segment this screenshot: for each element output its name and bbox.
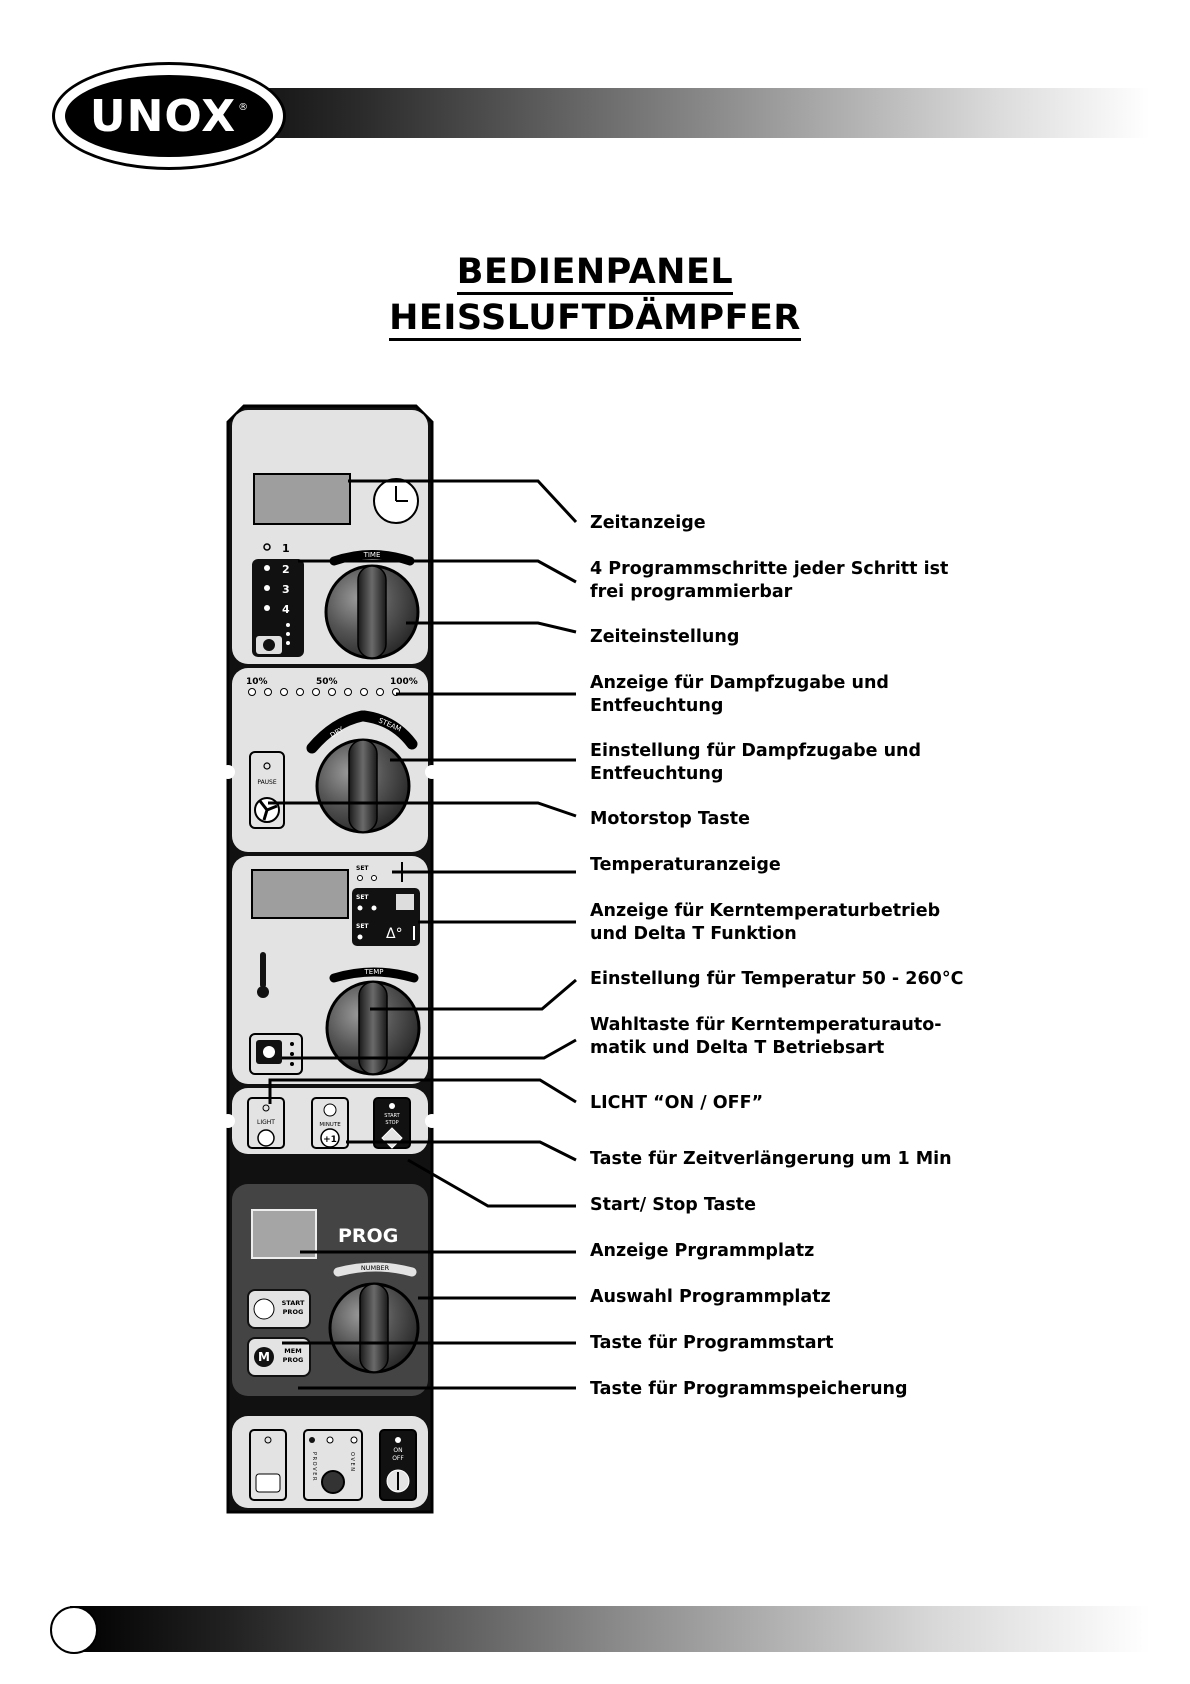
label-anzeige-programmplatz: Anzeige Prgrammplatz [590, 1241, 815, 1261]
bulb-icon [257, 1129, 275, 1147]
step-1-label: 1 [282, 542, 290, 555]
page-title-line2: HEISSLUFTDÄMPFER [0, 298, 1190, 341]
light-button [247, 1097, 285, 1149]
start-label: START [384, 1113, 400, 1119]
prover-label: P R O V E R [311, 1452, 317, 1481]
program-display [251, 1209, 317, 1259]
logo-registered-mark: ® [238, 101, 249, 113]
delta-label: Δ° [386, 926, 403, 942]
footer-gradient-bar [70, 1606, 1150, 1652]
set-label-2: SET [356, 894, 369, 901]
number-knob-label: NUMBER [361, 1264, 390, 1272]
mem-label: MEM [284, 1347, 301, 1355]
logo-text: UNOX [89, 90, 237, 142]
step-3-label: 3 [282, 583, 290, 596]
prover-oven-switch [303, 1429, 363, 1501]
label-einstellung-temperatur: Einstellung für Temperatur 50 - 260°C [590, 969, 964, 989]
m-label: M [258, 1350, 270, 1364]
label-licht: LICHT “ON / OFF” [590, 1093, 764, 1113]
start-prog-label-1: START [282, 1299, 305, 1307]
on-label: ON [393, 1447, 402, 1454]
thermometer-icon [260, 952, 266, 988]
plus-one-label: +1 [323, 1135, 337, 1145]
label-programmspeicherung: Taste für Programmspeicherung [590, 1379, 908, 1399]
minute-label: MINUTE [319, 1122, 341, 1128]
temp-knob-label: TEMP [364, 968, 384, 976]
start-prog-label-2: PROG [283, 1308, 304, 1316]
label-zeitanzeige: Zeitanzeige [590, 513, 706, 533]
temperature-display [251, 869, 349, 919]
step-2-label: 2 [282, 563, 290, 576]
label-wahltaste-kerntemperatur: Wahltaste für Kerntemperaturauto-matik u… [590, 1015, 942, 1058]
page-number-circle [50, 1606, 98, 1654]
oven-label: O V E N [349, 1452, 355, 1471]
pct-100-label: 100% [390, 677, 418, 687]
light-label: LIGHT [257, 1119, 275, 1126]
set-label-1: SET [356, 865, 369, 872]
pct-10-label: 10% [246, 677, 268, 687]
leader-lines [268, 479, 578, 1390]
label-motorstop: Motorstop Taste [590, 809, 751, 829]
off-label: OFF [392, 1455, 404, 1462]
program-steps-panel [252, 559, 304, 657]
set-label-3: SET [356, 923, 369, 930]
time-knob-label: TIME [363, 551, 381, 559]
panel-notch-right [425, 765, 439, 779]
step-4-label: 4 [282, 603, 290, 616]
panel-notch-left [221, 765, 235, 779]
label-start-stop: Start/ Stop Taste [590, 1195, 757, 1215]
humidity-led-row [248, 688, 400, 696]
prog-title: PROG [338, 1225, 398, 1247]
label-zeitverlaengerung: Taste für Zeitverlängerung um 1 Min [590, 1149, 952, 1169]
pause-label: PAUSE [257, 779, 277, 786]
mem-prog-label: PROG [283, 1356, 304, 1364]
time-display [253, 473, 351, 525]
label-temperaturanzeige: Temperaturanzeige [590, 855, 781, 875]
label-zeiteinstellung: Zeiteinstellung [590, 627, 740, 647]
label-auswahl-programmplatz: Auswahl Programmplatz [590, 1287, 831, 1307]
stop-label: STOP [385, 1120, 398, 1126]
label-programmstart: Taste für Programmstart [590, 1333, 834, 1353]
header-gradient-bar [160, 88, 1150, 138]
unox-logo: UNOX ® [52, 62, 286, 170]
page-title-line1: BEDIENPANEL [0, 252, 1190, 295]
probe-icon [396, 894, 414, 910]
pct-50-label: 50% [316, 677, 338, 687]
